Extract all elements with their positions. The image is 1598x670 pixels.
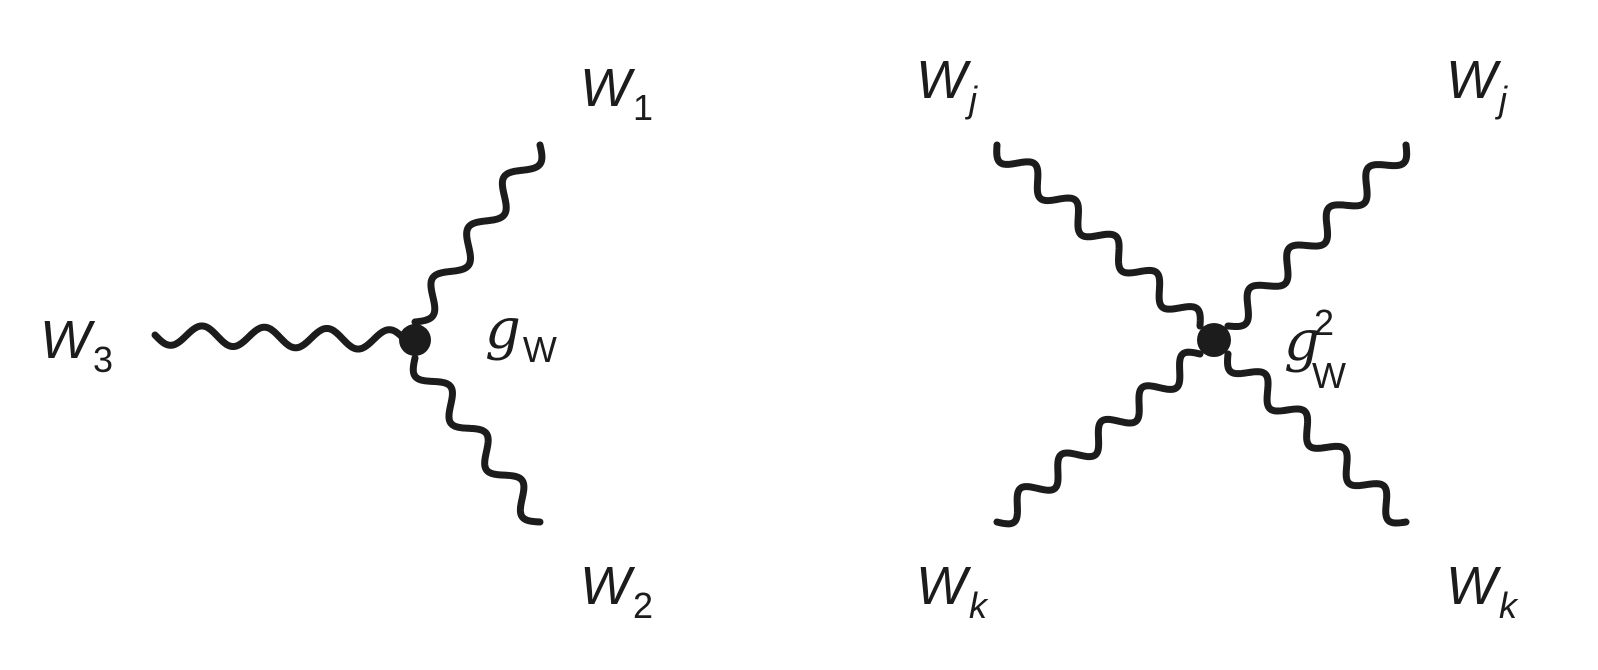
vertex-dot-right bbox=[1197, 323, 1231, 357]
three-boson-vertex-diagram: W3 W1 W2 gW bbox=[40, 58, 653, 626]
four-boson-vertex-diagram: Wj Wj Wk Wk g 2 W bbox=[916, 50, 1519, 626]
boson-line-w2 bbox=[409, 354, 544, 526]
vertex-dot-left bbox=[399, 324, 431, 356]
boson-line-wj-left bbox=[993, 141, 1204, 330]
boson-line-w1 bbox=[411, 141, 546, 326]
boson-line-wj-right bbox=[1224, 141, 1411, 331]
boson-line-w3 bbox=[151, 322, 409, 353]
label-wj-left: Wj bbox=[916, 50, 978, 120]
boson-line-wk-right bbox=[1224, 350, 1410, 527]
coupling-label-gw2-superscript: 2 bbox=[1314, 302, 1334, 343]
label-wk-right: Wk bbox=[1446, 556, 1519, 626]
boson-line-wk-left bbox=[993, 348, 1204, 528]
label-wj-right: Wj bbox=[1446, 50, 1508, 120]
coupling-label-gw2-subscript: W bbox=[1312, 355, 1346, 396]
coupling-label-gw: gW bbox=[485, 297, 557, 370]
coupling-label-gw2-symbol: g bbox=[1284, 309, 1320, 374]
label-wk-left: Wk bbox=[916, 556, 989, 626]
label-w2: W2 bbox=[580, 556, 653, 626]
label-w1: W1 bbox=[580, 58, 653, 128]
label-w3: W3 bbox=[40, 310, 113, 380]
